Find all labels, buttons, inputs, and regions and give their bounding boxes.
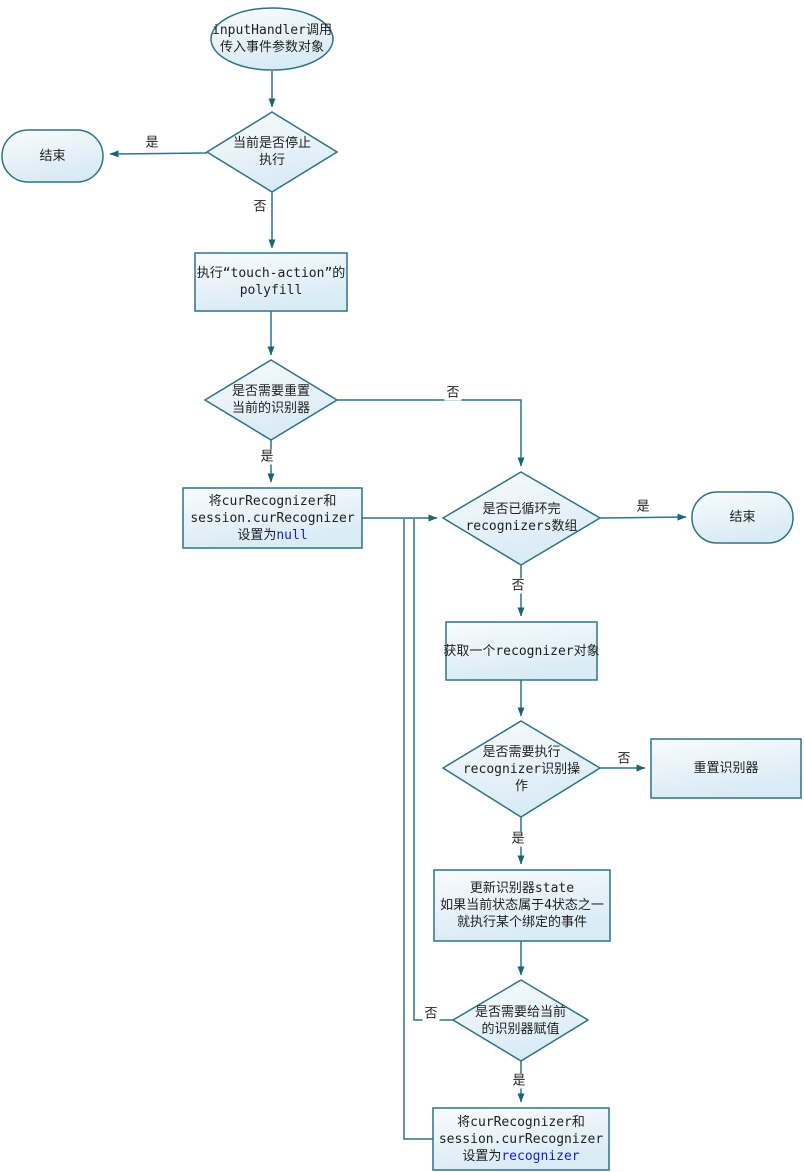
node-process-set-null-label: 将curRecognizer和 session.curRecognizer 设置… [183, 489, 362, 547]
start-ellipse-shape [210, 7, 334, 71]
node-process-update-label: 更新识别器state 如果当前状态属于4状态之一 就执行某个绑定的事件 [434, 870, 610, 941]
node-line-prefix: 设置为 [462, 1148, 502, 1164]
code-value-recognizer: recognizer [501, 1148, 580, 1164]
edge-reset-no-to-loop [337, 399, 525, 467]
node-line: session.curRecognizer [438, 1131, 604, 1147]
node-decision-exec-label: 是否需要执行 recognizer识别操 作 [443, 725, 600, 813]
node-start-label: inputHandler调用 传入事件参数对象 [206, 10, 338, 68]
node-line: session.curRecognizer [190, 510, 355, 526]
node-line: 是否需要给当前 [474, 1005, 566, 1020]
edge-label-exec-no: 否 [615, 751, 633, 767]
edge-label-assign-yes: 是 [510, 1073, 528, 1089]
node-line: 更新识别器state [469, 881, 575, 896]
decision-exec-diamond-shape [441, 720, 602, 818]
node-line: recognizer识别操 [462, 761, 581, 777]
node-line: 是否已循环完 [482, 502, 561, 517]
node-line: polyfill [239, 283, 303, 298]
edge-label-stop-no: 否 [251, 199, 269, 215]
node-decision-assign-label: 是否需要给当前 的识别器赋值 [453, 984, 588, 1058]
node-line: 的识别器赋值 [481, 1022, 560, 1037]
node-end-right-label: 结束 [692, 492, 793, 543]
decision-loop-diamond-shape [441, 471, 602, 566]
node-line: 是否需要重置 [231, 384, 310, 399]
node-line: 结束 [729, 510, 756, 525]
decision-reset-diamond-shape [203, 359, 339, 441]
node-decision-reset-label: 是否需要重置 当前的识别器 [205, 362, 337, 438]
node-line: 如果当前状态属于4状态之一 [440, 898, 604, 913]
edge-stop-yes-to-end [109, 150, 208, 158]
edge-assign-no-loopback [413, 519, 453, 1021]
code-value-null: null [276, 527, 308, 543]
edge-label-exec-yes: 是 [509, 831, 527, 847]
node-line: 作 [514, 778, 528, 794]
node-line: 当前的识别器 [231, 401, 310, 416]
node-process-set-recognizer-label: 将curRecognizer和 session.curRecognizer 设置… [433, 1108, 609, 1170]
node-line: 将curRecognizer和 [208, 493, 337, 509]
process-polyfill-shape [194, 252, 348, 312]
process-get-shape [445, 621, 598, 681]
node-line: 是否需要执行 [482, 744, 561, 760]
node-line: 设置为recognizer [462, 1148, 579, 1165]
end-left-terminator-shape [1, 129, 104, 183]
node-line: recognizers数组 [465, 519, 578, 534]
edge-label-loop-yes: 是 [634, 499, 652, 515]
node-decision-stop-label: 当前是否停止 执行 [207, 114, 337, 190]
process-reset-shape [650, 738, 802, 799]
flow-shapes [1, 7, 802, 1171]
flow-edges [109, 71, 687, 1140]
node-line: inputHandler调用 [212, 23, 332, 38]
node-line: 将curRecognizer和 [457, 1114, 585, 1130]
end-right-terminator-shape [691, 491, 794, 544]
node-process-reset-label: 重置识别器 [651, 739, 801, 798]
node-end-left-label: 结束 [2, 130, 103, 182]
node-line: 传入事件参数对象 [219, 40, 324, 55]
node-decision-loop-label: 是否已循环完 recognizers数组 [443, 476, 600, 560]
node-line: 就执行某个绑定的事件 [456, 915, 587, 930]
process-set-null-shape [182, 487, 363, 549]
edge-label-stop-yes: 是 [143, 135, 161, 151]
edge-loop-yes-to-end [599, 513, 687, 521]
node-line: 重置识别器 [693, 761, 759, 776]
node-process-polyfill-label: 执行“touch-action”的 polyfill [195, 253, 347, 311]
decision-stop-diamond-shape [205, 111, 339, 193]
node-line: 当前是否停止 [232, 136, 311, 151]
edge-label-loop-no: 否 [509, 578, 527, 594]
process-set-recognizer-shape [432, 1107, 610, 1171]
node-line: 执行“touch-action”的 [196, 266, 346, 281]
node-process-get-label: 获取一个recognizer对象 [443, 622, 600, 680]
edge-label-reset-no: 否 [444, 385, 462, 401]
node-line-prefix: 设置为 [237, 527, 277, 543]
process-update-shape [433, 869, 611, 942]
edge-setrecognizer-loopback [403, 519, 433, 1140]
decision-assign-diamond-shape [451, 979, 590, 1062]
node-line: 结束 [39, 148, 66, 164]
edge-label-reset-yes: 是 [258, 449, 276, 465]
node-line: 设置为null [237, 527, 307, 544]
edge-label-assign-no: 否 [422, 1006, 440, 1022]
node-line: 获取一个recognizer对象 [443, 643, 600, 659]
node-line: 执行 [258, 153, 285, 168]
